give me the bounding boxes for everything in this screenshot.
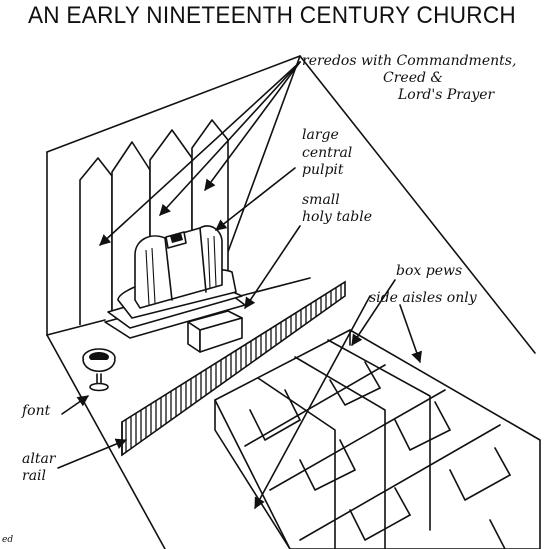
label-reredos-3: Lord's Prayer (398, 87, 495, 103)
label-reredos-2: Creed & (383, 70, 443, 86)
label-altar-1: altar (22, 451, 56, 467)
pulpit (104, 225, 246, 339)
label-side-aisles: side aisles only (369, 290, 477, 306)
box-pews (214, 329, 541, 549)
label-table-2: holy table (302, 209, 372, 225)
artist-signature: ed (2, 535, 14, 545)
label-pulpit-3: pulpit (302, 162, 344, 178)
label-box-pews: box pews (396, 263, 463, 279)
pointer-arrows (57, 61, 422, 509)
font-basin (82, 348, 116, 392)
church-walls (46, 55, 536, 549)
label-font: font (22, 403, 51, 419)
label-altar-2: rail (22, 468, 46, 484)
holy-table (187, 310, 243, 353)
diagram-title: AN EARLY NINETEENTH CENTURY CHURCH (27, 2, 517, 29)
label-reredos-1: reredos with Commandments, (302, 53, 517, 69)
label-table-1: small (302, 192, 340, 208)
label-pulpit-2: central (302, 145, 353, 161)
label-pulpit-1: large (302, 127, 339, 143)
